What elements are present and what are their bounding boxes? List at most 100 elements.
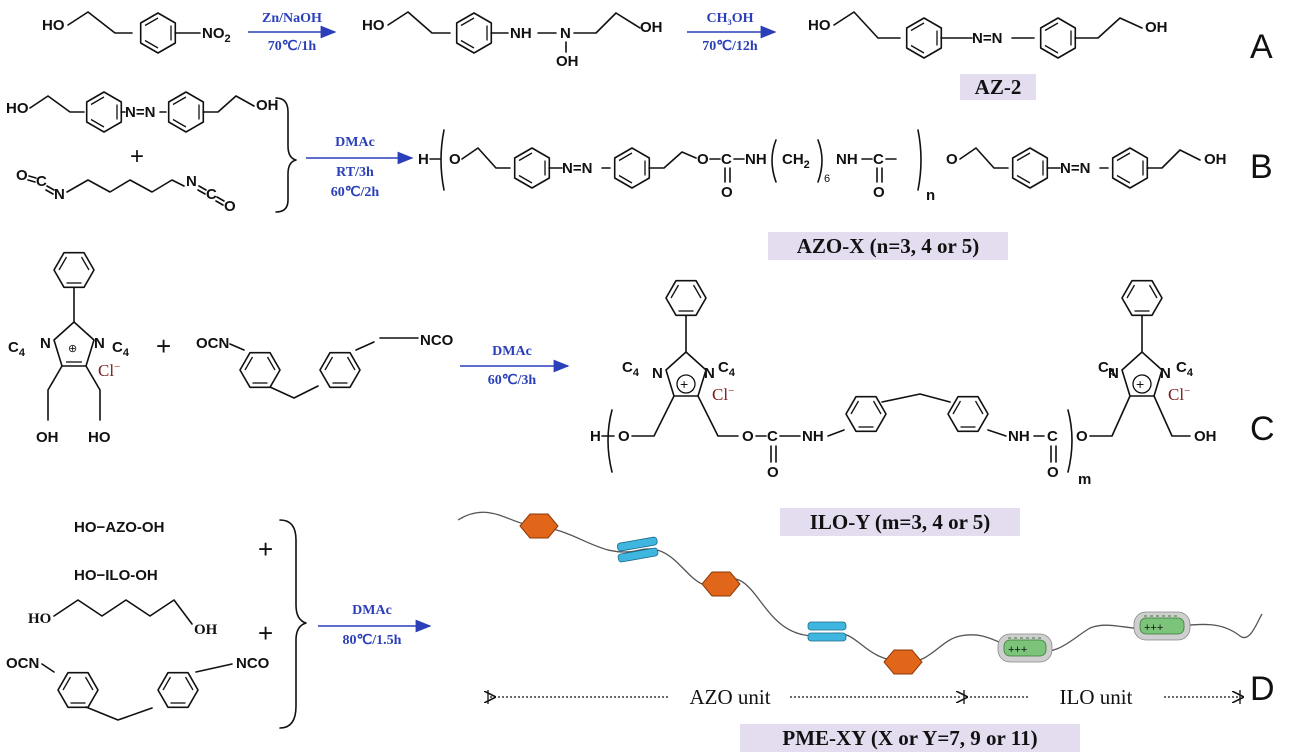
d-r2: HO−ILO-OH bbox=[74, 567, 158, 584]
b-p-benzene-3 bbox=[1011, 147, 1049, 189]
a-cond-1-top: Zn/NaOH bbox=[262, 11, 322, 26]
b-cond-bottom: 60℃/2h bbox=[331, 185, 380, 200]
b-r1-oh: OH bbox=[256, 97, 279, 114]
d-r4-nco: NCO bbox=[236, 655, 270, 672]
c-p-o1: O bbox=[618, 428, 630, 445]
b-plus: + bbox=[130, 143, 144, 170]
c-r2-benzene-2 bbox=[319, 351, 361, 389]
b-r1-azo: N=N bbox=[125, 104, 155, 121]
b-p-oh: OH bbox=[1204, 151, 1227, 168]
c-p2-oh: OH bbox=[1194, 428, 1217, 445]
d-cond-bottom: 80℃/1.5h bbox=[343, 633, 402, 648]
scheme-c: ⊕ N N C4 C4 Cl− OH HO + OCN NCO DMAc 60℃… bbox=[8, 251, 1275, 536]
c-product-name: ILO-Y (m=3, 4 or 5) bbox=[810, 510, 991, 534]
a-prod-ho: HO bbox=[808, 17, 831, 34]
b-p-carb-o1: O bbox=[721, 184, 733, 201]
c-p-nh2: NH bbox=[1008, 428, 1030, 445]
a-benzene-3 bbox=[905, 17, 943, 59]
c-p-c2: C bbox=[1047, 428, 1058, 445]
b-cond-top: DMAc bbox=[335, 135, 375, 150]
c-p-n2: N bbox=[704, 365, 715, 382]
a-inter-oh: OH bbox=[556, 53, 579, 70]
d-ilo-segment-2: +++ bbox=[1133, 611, 1191, 641]
c-p-n1: N bbox=[652, 365, 663, 382]
c-r-ho: HO bbox=[88, 429, 111, 446]
b-r1-benzene-1 bbox=[85, 91, 123, 133]
b-p-n: n bbox=[926, 187, 935, 204]
c-name-badge bbox=[780, 508, 1020, 536]
d-ilo-unit-label: ILO unit bbox=[1060, 685, 1133, 709]
d-blue-segment-1 bbox=[616, 536, 659, 563]
a-inter-nh: NH bbox=[510, 25, 532, 42]
d-product-name: PME-XY (X or Y=7, 9 or 11) bbox=[782, 726, 1037, 750]
b-r2-c1: C bbox=[36, 173, 47, 190]
d-azo-unit-label: AZO unit bbox=[689, 685, 770, 709]
scheme-d: HO−AZO-OH HO−ILO-OH + HO OH + OCN NCO DM… bbox=[6, 511, 1275, 752]
c-r2-benzene-1 bbox=[239, 351, 281, 389]
c-p-o4: O bbox=[1076, 428, 1088, 445]
d-azo-segment-3 bbox=[883, 649, 923, 675]
a-cond-1-bottom: 70℃/1h bbox=[268, 39, 317, 54]
c-cond-top: DMAc bbox=[492, 344, 532, 359]
c-p-imidazole-1 bbox=[665, 351, 707, 397]
c-r-phenyl bbox=[53, 251, 95, 289]
c-plus: + bbox=[156, 331, 171, 361]
c-p-o-carb: O bbox=[767, 464, 779, 481]
b-p-azo: N=N bbox=[562, 160, 592, 177]
c-p2-c4a: C4 bbox=[1098, 359, 1116, 379]
b-r2-c2: C bbox=[206, 186, 217, 203]
c-r-oh: OH bbox=[36, 429, 59, 446]
panel-label-a: A bbox=[1250, 28, 1273, 66]
d-azo-segment-1 bbox=[519, 513, 559, 539]
c-p-c4b: C4 bbox=[718, 359, 736, 379]
b-product-name: AZO-X (n=3, 4 or 5) bbox=[797, 234, 980, 258]
d-r4-benzene-1 bbox=[57, 671, 99, 709]
c-p-h: H bbox=[590, 428, 601, 445]
scheme-a: HO NO2 Zn/NaOH 70℃/1h HO NH N OH OH CH₃O… bbox=[42, 11, 1273, 100]
d-brace bbox=[279, 519, 307, 729]
c-p-nh: NH bbox=[802, 428, 824, 445]
b-p-azo2: N=N bbox=[1060, 160, 1090, 177]
c-p-o3: O bbox=[1047, 464, 1059, 481]
a-benzene-1 bbox=[139, 12, 177, 54]
d-plus-1: + bbox=[258, 534, 273, 564]
d-r1: HO−AZO-OH bbox=[74, 519, 164, 536]
b-p-o1: O bbox=[449, 151, 461, 168]
a-inter-n: N bbox=[560, 25, 571, 42]
scheme-b: HO N=N OH + O C N N C O DMAc RT/3h 60℃/2… bbox=[6, 91, 1273, 260]
a-benzene-4 bbox=[1039, 17, 1077, 59]
c-r-c4a: C4 bbox=[8, 339, 26, 359]
b-p-o2: O bbox=[697, 151, 709, 168]
d-r4-ocn: OCN bbox=[6, 655, 39, 672]
b-r2-n2: N bbox=[186, 173, 197, 190]
a-inter-ho: HO bbox=[362, 17, 385, 34]
b-p-h: H bbox=[418, 151, 429, 168]
b-p-benzene-1 bbox=[513, 147, 551, 189]
a-cond-2-bottom: 70℃/12h bbox=[702, 39, 758, 54]
c-p-charge-2 bbox=[1132, 374, 1152, 394]
panel-label-d: D bbox=[1250, 670, 1275, 708]
d-cond-top: DMAc bbox=[352, 603, 392, 618]
a-prod-oh: OH bbox=[1145, 19, 1168, 36]
b-brace bbox=[275, 97, 297, 213]
c-r-cl: Cl− bbox=[98, 361, 120, 380]
c-p-phenyl-2 bbox=[1121, 279, 1163, 317]
d-blue-segment-2 bbox=[807, 621, 847, 642]
a-cond-2-top: CH₃OH bbox=[707, 11, 754, 26]
c-p-benzene-2 bbox=[947, 395, 989, 433]
b-p-benzene-4 bbox=[1111, 147, 1149, 189]
c-ocn: OCN bbox=[196, 335, 229, 352]
c-p-phenyl-1 bbox=[665, 279, 707, 317]
d-r3-ho: HO bbox=[28, 611, 51, 627]
c-p-plus-1: + bbox=[680, 376, 688, 392]
b-p-c1: C bbox=[721, 151, 732, 168]
b-p-nh2: NH bbox=[836, 151, 858, 168]
c-p2-c4b: C4 bbox=[1176, 359, 1194, 379]
b-p-o3: O bbox=[946, 151, 958, 168]
b-p-six: 6 bbox=[824, 173, 830, 185]
c-cond-bottom: 60℃/3h bbox=[488, 373, 537, 388]
c-p-plus-2: + bbox=[1136, 376, 1144, 392]
b-r2-n1: N bbox=[54, 186, 65, 203]
d-azo-segment-2 bbox=[701, 571, 741, 597]
c-p-imidazole-2 bbox=[1121, 351, 1163, 397]
